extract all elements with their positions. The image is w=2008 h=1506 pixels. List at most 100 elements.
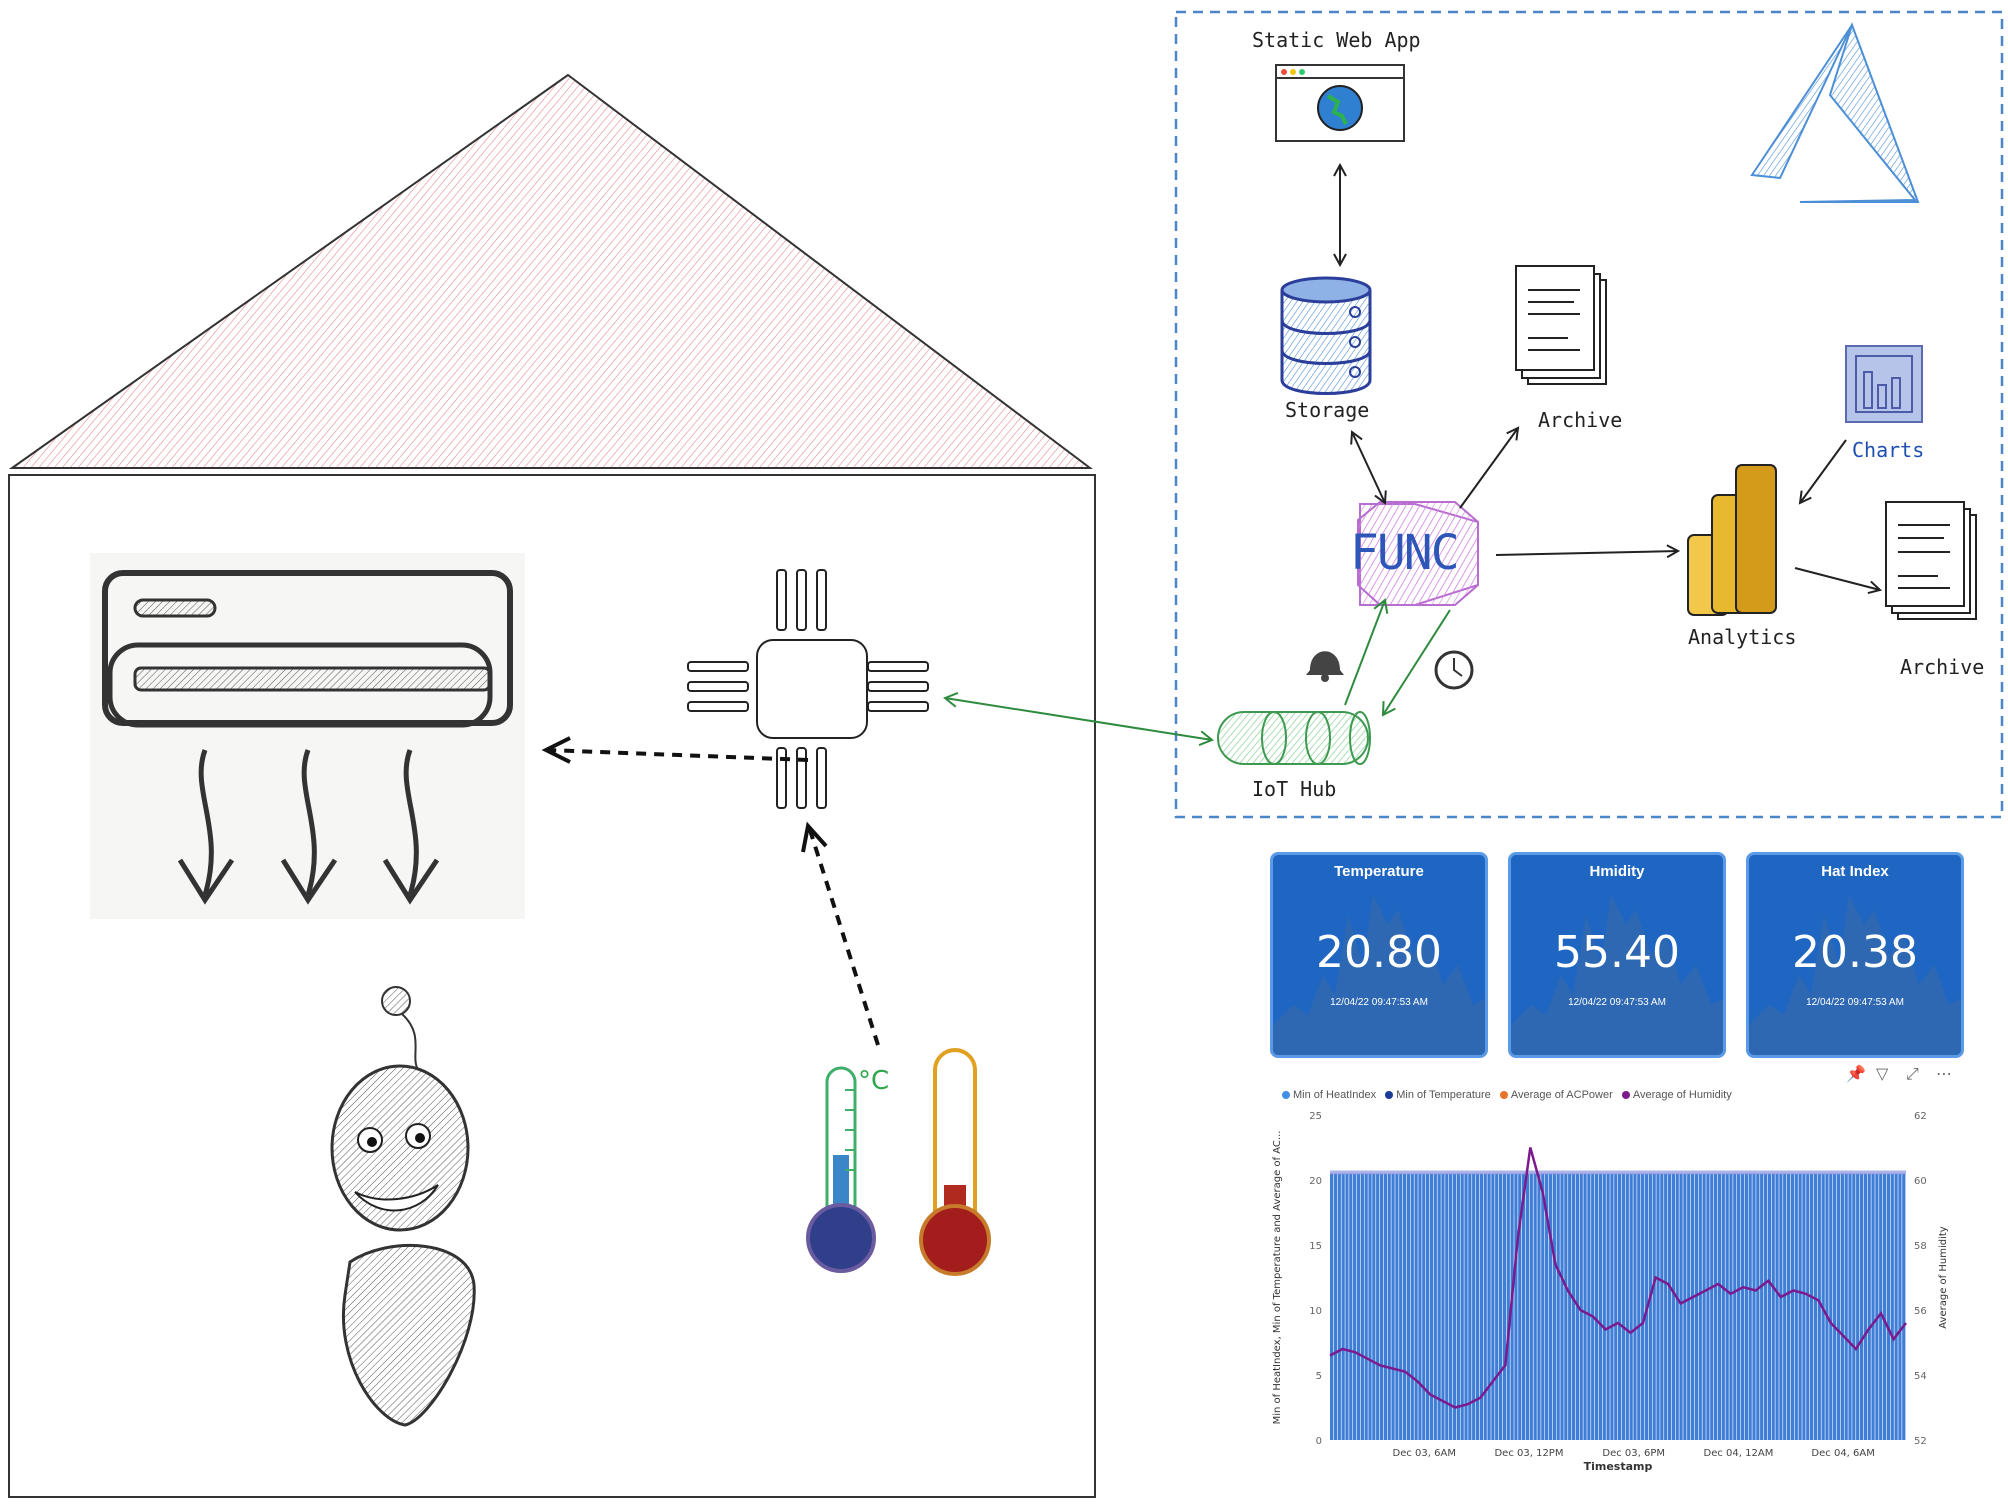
bar [1341,1173,1345,1440]
bar-cap [1330,1170,1906,1175]
expand-icon[interactable]: ⤢ [1906,1064,1919,1083]
card-value: 20.38 [1792,927,1918,978]
card-title: Hat Index [1821,863,1889,880]
bar [1602,1173,1606,1440]
card-sparkline [1749,895,1961,1055]
x-tick-label: Dec 04, 12AM [1704,1448,1774,1459]
azure-boundary [1174,10,2004,819]
bar [1629,1173,1633,1440]
bar [1714,1173,1718,1440]
bar [1537,1173,1541,1440]
bar [1833,1173,1837,1440]
bar [1560,1173,1564,1440]
control-arrow [547,748,809,762]
legend-item: Min of Temperature [1396,1089,1491,1101]
func-label: FUNC [1350,525,1460,581]
azure-logo-icon [1750,21,1920,203]
bar [1594,1173,1599,1440]
humidity-card[interactable]: Hmidity 55.40 12/04/22 09:47:53 AM [1508,852,1726,1058]
storage-label: Storage [1285,398,1370,422]
x-tick-label: Dec 03, 6AM [1393,1448,1456,1459]
bar [1333,1173,1338,1440]
bar [1468,1173,1472,1440]
humidity-line [1329,1147,1907,1409]
bar [1541,1173,1545,1440]
bar [1779,1173,1783,1440]
chart-legend: Min of HeatIndex Min of Temperature Aver… [1276,1089,1732,1101]
document-stack-right-icon [1885,501,1977,620]
heat-index-card[interactable]: Hat Index 20.38 12/04/22 09:47:53 AM [1746,852,1964,1058]
clock-icon [1434,650,1474,690]
bar [1495,1173,1499,1440]
bar [1667,1173,1672,1440]
house-body [8,474,1096,1498]
bar [1548,1173,1553,1440]
y-tick-label: 5 [1316,1371,1322,1382]
bar [1464,1173,1468,1440]
y-tick-label: 25 [1309,1111,1322,1122]
bar [1763,1173,1768,1440]
bar [1648,1173,1652,1440]
bar [1825,1173,1829,1440]
bar [1372,1173,1376,1440]
bar [1518,1173,1522,1440]
bar [1429,1173,1434,1440]
bar [1571,1173,1576,1440]
bar [1740,1173,1745,1440]
bar [1652,1173,1656,1440]
bar [1441,1173,1445,1440]
bar [1848,1173,1852,1440]
bar [1675,1173,1679,1440]
bar [1529,1173,1533,1440]
bar [1452,1173,1457,1440]
x-tick-label: Dec 03, 12PM [1494,1448,1563,1459]
more-options-icon[interactable]: ⋯ [1936,1064,1952,1083]
bar [1725,1173,1729,1440]
bar [1856,1173,1860,1440]
y-tick-label: 15 [1309,1241,1322,1252]
legend-item: Average of ACPower [1510,1089,1613,1101]
browser-globe-icon [1275,64,1405,142]
bar [1379,1173,1384,1440]
bar [1852,1173,1856,1440]
bar [1702,1173,1706,1440]
bar [1633,1173,1637,1440]
bar [1545,1173,1549,1440]
temperature-card[interactable]: Temperature 20.80 12/04/22 09:47:53 AM [1270,852,1488,1058]
bar [1406,1173,1411,1440]
bar [1525,1173,1530,1440]
bar [1337,1173,1341,1440]
card-value: 55.40 [1554,927,1680,978]
bar [1387,1173,1391,1440]
bar [1859,1173,1864,1440]
pin-icon[interactable]: 📌 [1846,1064,1866,1083]
y2-tick-label: 62 [1914,1111,1927,1122]
x-tick-label: Dec 04, 6AM [1811,1448,1874,1459]
bar [1399,1173,1403,1440]
bar [1710,1173,1714,1440]
filter-icon[interactable]: ▽ [1876,1064,1889,1083]
bar [1360,1173,1364,1440]
house-roof [8,73,1093,469]
bar [1422,1173,1426,1440]
thermometer-red-icon [919,1048,991,1276]
bar [1671,1173,1675,1440]
bar [1437,1173,1441,1440]
bar [1598,1173,1603,1440]
bar [1475,1173,1480,1440]
archive-right-label: Archive [1900,655,1985,679]
bar [1894,1173,1898,1440]
bar [1806,1173,1810,1440]
bar [1863,1173,1867,1440]
bar [1690,1173,1695,1440]
card-timestamp: 12/04/22 09:47:53 AM [1330,997,1428,1008]
bar [1456,1173,1460,1440]
bar [1760,1173,1764,1440]
bar [1479,1173,1483,1440]
bar [1721,1173,1725,1440]
bar [1591,1173,1595,1440]
bar [1717,1173,1722,1440]
bell-icon [1306,651,1344,682]
bar [1383,1173,1387,1440]
